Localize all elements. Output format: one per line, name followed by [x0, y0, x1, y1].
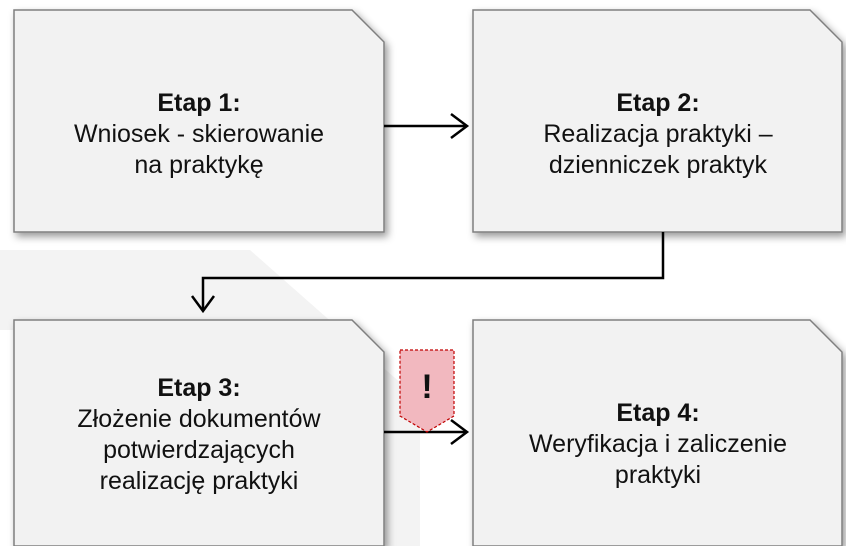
step-3-text: Etap 3: Złożenie dokumentów potwierdzają…: [14, 370, 384, 500]
step-4-title: Etap 4:: [616, 398, 700, 427]
warning-icon: !: [421, 368, 432, 406]
arrow-step1-to-step2: [384, 113, 470, 139]
warning-marker: !: [399, 349, 455, 433]
step-4-description: Weryfikacja i zaliczenie praktyki: [529, 429, 787, 489]
step-1-box: [13, 9, 385, 233]
step-1-title: Etap 1:: [157, 88, 241, 117]
step-3-title: Etap 3:: [157, 374, 241, 402]
step-1-text: Etap 1: Wniosek - skierowanie na praktyk…: [14, 84, 384, 184]
step-3-description: Złożenie dokumentów potwierdzających rea…: [77, 405, 321, 495]
step-3-box: [13, 319, 385, 546]
step-2-box: [472, 9, 843, 233]
step-2-text: Etap 2: Realizacja praktyki – dziennicze…: [473, 84, 843, 184]
step-2-title: Etap 2:: [616, 88, 700, 117]
arrow-step3-to-step4: [384, 419, 470, 445]
step-4-box: [472, 319, 843, 546]
step-2-description: Realizacja praktyki – dzienniczek prakty…: [543, 119, 773, 179]
step-4-text: Etap 4: Weryfikacja i zaliczenie praktyk…: [473, 394, 843, 494]
connector-step2-to-step3: [190, 232, 665, 314]
step-1-description: Wniosek - skierowanie na praktykę: [73, 119, 325, 179]
